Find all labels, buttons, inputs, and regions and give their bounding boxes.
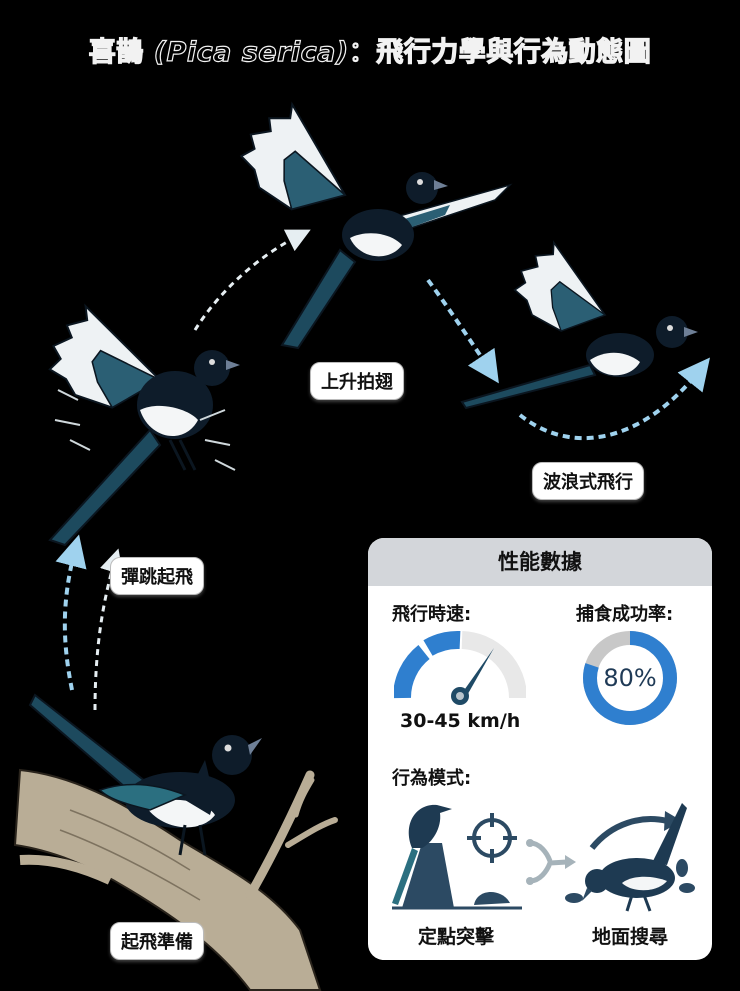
climb-arrow-icon xyxy=(193,229,311,331)
behavior-mode-ambush: 定點突擊 xyxy=(417,926,494,948)
panel-header: 性能數據 xyxy=(368,538,712,586)
title-subtitle: ：飛行力學與行為動態圖 xyxy=(348,36,652,68)
title-scientific-name: (Pica serica) xyxy=(153,36,349,68)
branch-icon xyxy=(13,768,338,991)
behavior-mode-foraging: 地面搜尋 xyxy=(591,926,668,948)
stage-label-prepare: 起飛準備 xyxy=(110,922,204,960)
title-common-name: 喜鵲 xyxy=(88,36,144,68)
perch-ambush-icon xyxy=(392,804,522,910)
undulating-magpie-icon xyxy=(460,234,698,410)
stage-label-jump: 彈跳起飛 xyxy=(110,557,204,595)
stage-label-climb: 上升拍翅 xyxy=(310,362,404,400)
behavior-icons xyxy=(392,803,695,912)
perched-magpie-icon xyxy=(28,693,262,856)
speed-label: 飛行時速: xyxy=(392,604,472,625)
performance-panel: 性能數據 飛行時速: 30-45 km/h 捕食成功率: 80% 行為模式: xyxy=(368,538,712,960)
climbing-magpie-icon xyxy=(227,93,513,350)
success-rate-label: 捕食成功率: xyxy=(576,604,674,625)
stage-label-undulate: 波浪式飛行 xyxy=(532,462,644,500)
diagram-title: 喜鵲 (Pica serica)：飛行力學與行為動態圖 xyxy=(0,30,740,69)
transition-arrow-icon xyxy=(526,839,576,885)
behavior-label: 行為模式: xyxy=(392,768,472,789)
ground-foraging-icon xyxy=(565,803,695,912)
upward-arrow-icon xyxy=(55,534,87,691)
success-rate-value: 80% xyxy=(603,664,657,692)
jumping-magpie-icon xyxy=(40,299,240,547)
speed-value: 30-45 km/h xyxy=(400,710,521,732)
success-rate-donut xyxy=(583,631,677,725)
descent-arrow-icon xyxy=(426,278,499,384)
speedometer-icon xyxy=(394,630,526,705)
undulation-arrow-icon xyxy=(518,357,711,441)
